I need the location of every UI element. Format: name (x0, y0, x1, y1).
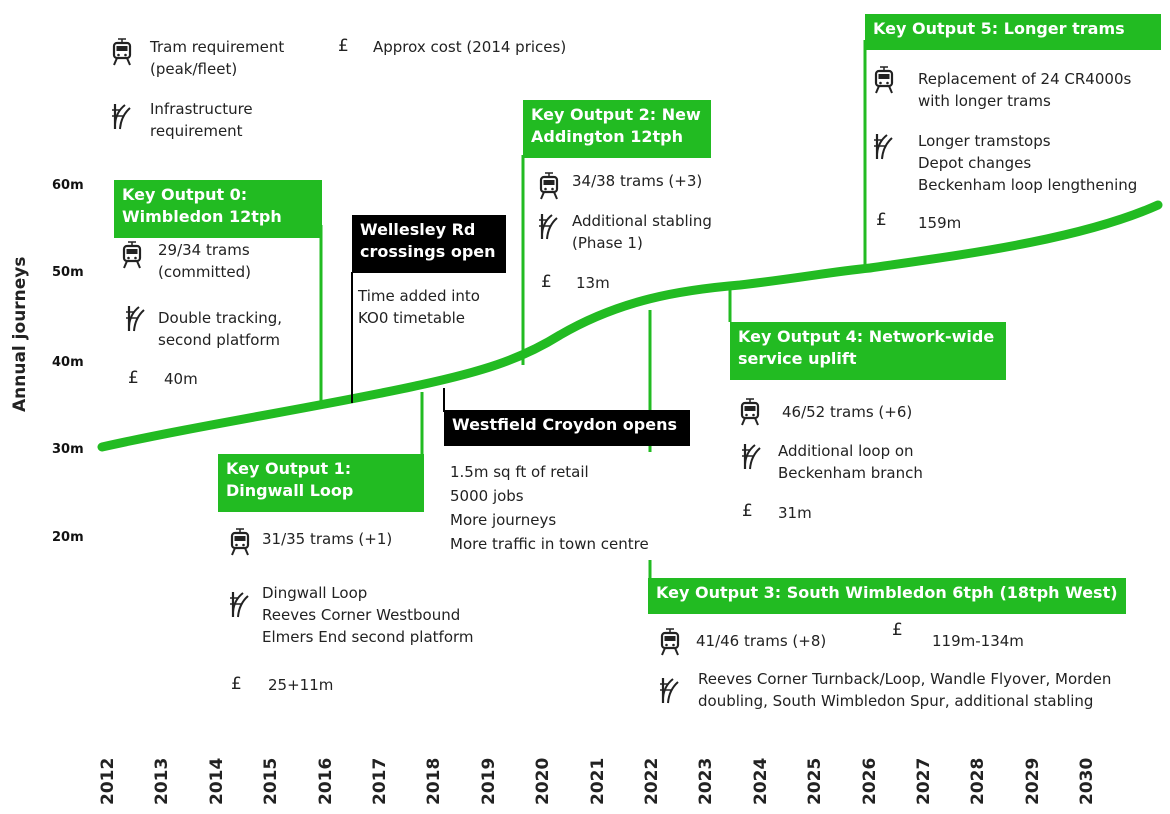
ko1-trams: 31/35 trams (+1) (262, 530, 393, 548)
x-tick-year: 2025 (805, 757, 826, 805)
pound-icon: £ (876, 210, 887, 230)
ko4-title: Key Output 4: Network-wide service uplif… (730, 322, 1006, 380)
legend-infra-label: Infrastructure requirement (150, 100, 253, 140)
x-tick-year: 2013 (152, 757, 173, 805)
y-tick-50m: 50m (52, 265, 84, 280)
track-icon (110, 102, 134, 130)
ko0-title: Key Output 0: Wimbledon 12tph (114, 180, 322, 238)
x-tick-year: 2023 (696, 757, 717, 805)
track-icon (228, 590, 252, 618)
ko2-cost: 13m (576, 274, 610, 292)
pound-icon: £ (338, 36, 349, 56)
ko2-title: Key Output 2: New Addington 12tph (523, 100, 711, 158)
x-tick-year: 2018 (424, 757, 445, 805)
ko1-cost: 25+11m (268, 676, 334, 694)
x-tick-year: 2019 (478, 757, 499, 805)
x-tick-year: 2014 (206, 757, 227, 805)
ko0-cost: 40m (164, 370, 198, 388)
wellesley-text: Time added into KO0 timetable (358, 287, 480, 327)
x-tick-year: 2020 (533, 757, 554, 805)
ko3-trams: 41/46 trams (+8) (696, 632, 827, 650)
y-tick-60m: 60m (52, 178, 84, 193)
tram-icon (120, 241, 144, 269)
ko5-trams: Replacement of 24 CR4000s with longer tr… (918, 70, 1132, 110)
westfield-title: Westfield Croydon opens (444, 410, 690, 446)
x-tick-year: 2017 (370, 757, 390, 805)
x-tick-year: 2026 (859, 757, 880, 805)
track-icon (124, 304, 148, 332)
ko0-trams: 29/34 trams (committed) (158, 241, 252, 281)
x-tick-year: 2029 (1022, 757, 1043, 805)
ko5-infra: Longer tramstops Depot changes Beckenham… (918, 132, 1138, 194)
ko2-trams: 34/38 trams (+3) (572, 172, 703, 190)
x-tick-year: 2024 (750, 757, 771, 805)
y-tick-30m: 30m (52, 442, 84, 457)
pound-icon: £ (541, 272, 552, 292)
ko4-cost: 31m (778, 504, 812, 522)
westfield-text: 1.5m sq ft of retail 5000 jobs More jour… (450, 463, 649, 553)
ko4-infra: Additional loop on Beckenham branch (778, 442, 923, 482)
y-tick-40m: 40m (52, 355, 84, 370)
ko0-infra: Double tracking, second platform (158, 309, 283, 349)
ko1-title: Key Output 1: Dingwall Loop (218, 454, 424, 512)
x-tick-year: 2027 (914, 757, 934, 805)
ko3-infra: Reeves Corner Turnback/Loop, Wandle Flyo… (698, 670, 1112, 710)
tram-icon (110, 38, 134, 66)
pound-icon: £ (231, 674, 242, 694)
track-icon (658, 676, 682, 704)
ko5-title: Key Output 5: Longer trams (865, 14, 1161, 50)
tram-icon (738, 398, 762, 426)
y-axis-title: Annual journeys (10, 256, 30, 412)
legend-cost-label: Approx cost (2014 prices) (373, 38, 567, 56)
track-icon (872, 132, 896, 160)
ko1-infra: Dingwall Loop Reeves Corner Westbound El… (262, 584, 474, 646)
ko3-cost: 119m-134m (932, 632, 1024, 650)
pound-icon: £ (128, 368, 139, 388)
track-icon (740, 442, 764, 470)
x-tick-year: 2022 (642, 757, 662, 805)
x-tick-year: 2012 (98, 757, 118, 805)
x-tick-year: 2016 (315, 757, 336, 805)
tram-icon (228, 528, 252, 556)
ko4-trams: 46/52 trams (+6) (782, 403, 913, 421)
x-tick-year: 2021 (587, 757, 608, 805)
tram-icon (537, 172, 561, 200)
ko2-infra: Additional stabling (Phase 1) (572, 212, 712, 252)
pound-icon: £ (892, 620, 903, 640)
x-tick-year: 2030 (1077, 757, 1098, 805)
legend-tram-label: Tram requirement (peak/fleet) (150, 38, 285, 78)
pound-icon: £ (742, 501, 753, 521)
tram-icon (872, 66, 896, 94)
ko3-title: Key Output 3: South Wimbledon 6tph (18tp… (648, 578, 1126, 614)
track-icon (537, 212, 561, 240)
x-tick-year: 2028 (968, 757, 989, 805)
wellesley-title: Wellesley Rd crossings open (352, 215, 506, 273)
y-tick-20m: 20m (52, 530, 84, 545)
tram-icon (658, 628, 682, 656)
ridership-curve (97, 200, 1163, 452)
ko5-cost: 159m (918, 214, 962, 232)
x-tick-year: 2015 (261, 757, 282, 805)
